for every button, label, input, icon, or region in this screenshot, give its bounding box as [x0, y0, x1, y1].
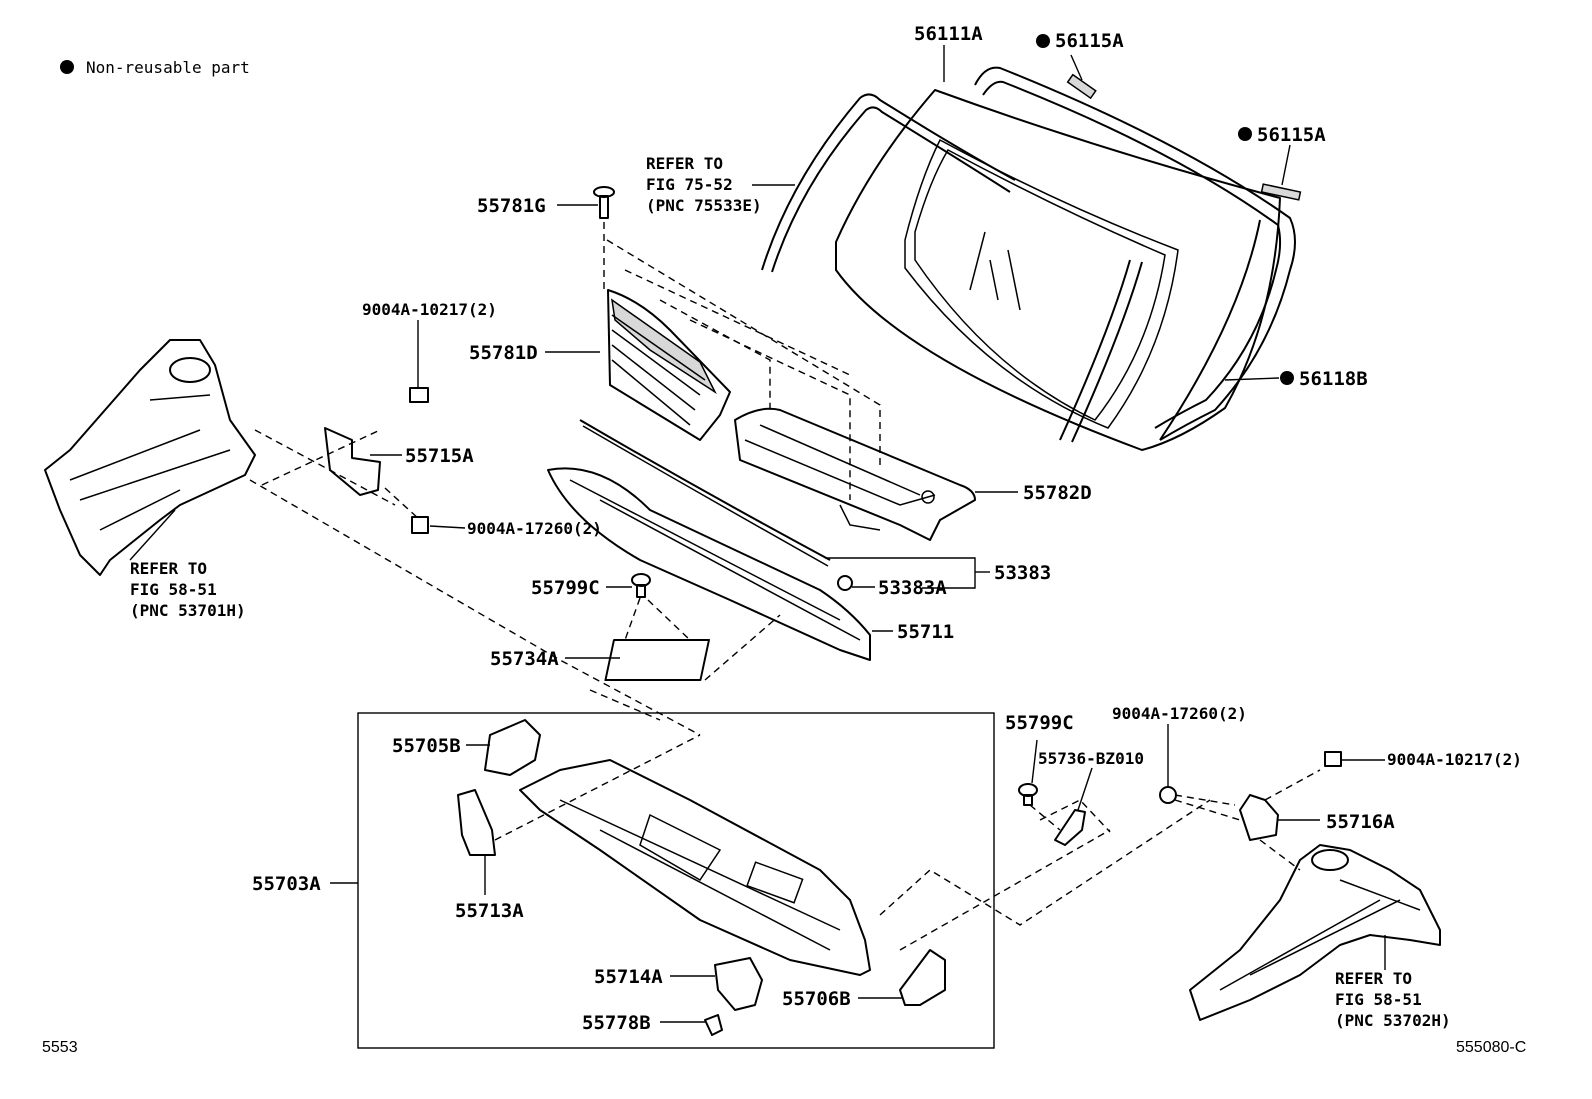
label-55714A: 55714A [594, 966, 663, 988]
refer-fig75-line2: FIG 75-52 [646, 175, 733, 194]
label-55711: 55711 [897, 621, 954, 643]
label-56118B: 56118B [1299, 368, 1368, 390]
non-reusable-dot-icon [60, 60, 74, 74]
refer-left-line3: (PNC 53701H) [130, 601, 246, 620]
label-9004A-17260-right: 9004A-17260(2) [1112, 704, 1247, 723]
pad-55734A [604, 639, 710, 681]
label-9004A-10217-left: 9004A-10217(2) [362, 300, 497, 319]
legend-text: Non-reusable part [86, 58, 250, 77]
clip-55781G [593, 186, 615, 219]
right-apron-53702H [1189, 844, 1441, 1021]
refer-right-line3: (PNC 53702H) [1335, 1011, 1451, 1030]
nut-9004A-17260-right [1159, 786, 1177, 804]
bracket-55705B [484, 719, 541, 776]
label-55799C-right: 55799C [1005, 712, 1074, 734]
cowl-top-panel-55711 [547, 467, 871, 661]
non-reusable-dot-icon [1238, 127, 1252, 141]
clip-55778B [704, 1014, 723, 1036]
bolt-9004A-10217-right [1324, 751, 1342, 767]
label-55706B: 55706B [782, 988, 851, 1010]
non-reusable-dot-icon [1280, 371, 1294, 385]
diagram-section-code: 5553 [42, 1039, 78, 1056]
label-55705B: 55705B [392, 735, 461, 757]
clip-56115A-top [1066, 73, 1097, 100]
left-apron-53701H [44, 339, 256, 576]
label-53383: 53383 [994, 562, 1051, 584]
label-56111A: 56111A [914, 23, 983, 45]
label-55736-BZ010: 55736-BZ010 [1038, 749, 1144, 768]
cowl-panel-55703A [519, 759, 871, 976]
label-55781G: 55781G [477, 195, 546, 217]
dashed-guides [249, 222, 1321, 951]
label-9004A-10217-right: 9004A-10217(2) [1387, 750, 1522, 769]
leader-lines [129, 45, 1386, 1023]
cowl-seal-53383 [579, 419, 831, 561]
clip-55799C-left [631, 573, 651, 598]
label-55703A: 55703A [252, 873, 321, 895]
refer-right-line1: REFER TO [1335, 969, 1412, 988]
label-9004A-17260-left: 9004A-17260(2) [467, 519, 602, 538]
bracket-55716A [1239, 794, 1279, 841]
clip-55799C-right [1018, 783, 1038, 806]
bracket-55736-BZ010 [1054, 809, 1086, 846]
label-55778B: 55778B [582, 1012, 651, 1034]
cowl-louver-55781D [607, 289, 731, 441]
refer-fig75-line3: (PNC 75533E) [646, 196, 762, 215]
label-56115A-right: 56115A [1257, 124, 1326, 146]
label-55713A: 55713A [455, 900, 524, 922]
label-55715A: 55715A [405, 445, 474, 467]
label-55799C-left: 55799C [531, 577, 600, 599]
refer-left-line2: FIG 58-51 [130, 580, 217, 599]
windshield-side-molding [761, 93, 1143, 443]
label-55716A: 55716A [1326, 811, 1395, 833]
windshield-molding-56118B [974, 66, 1296, 441]
refer-right-line2: FIG 58-51 [1335, 990, 1422, 1009]
bracket-55713A [457, 789, 496, 856]
windshield-glass-56111A [835, 89, 1281, 451]
cowl-panel-group-box [357, 712, 995, 1049]
label-55782D: 55782D [1023, 482, 1092, 504]
label-55734A: 55734A [490, 648, 559, 670]
clip-53383A [837, 575, 853, 591]
cowl-louver-55782D [734, 407, 976, 541]
label-56115A-top: 56115A [1055, 30, 1124, 52]
refer-fig75-line1: REFER TO [646, 154, 723, 173]
label-55781D: 55781D [469, 342, 538, 364]
clip-56115A-right [1260, 183, 1302, 201]
bracket-55714A [714, 957, 763, 1011]
non-reusable-dot-icon [1036, 34, 1050, 48]
diagram-figure-code: 555080-C [1456, 1039, 1526, 1056]
bracket-55706B [899, 949, 946, 1006]
label-53383A: 53383A [878, 577, 947, 599]
refer-left-line1: REFER TO [130, 559, 207, 578]
